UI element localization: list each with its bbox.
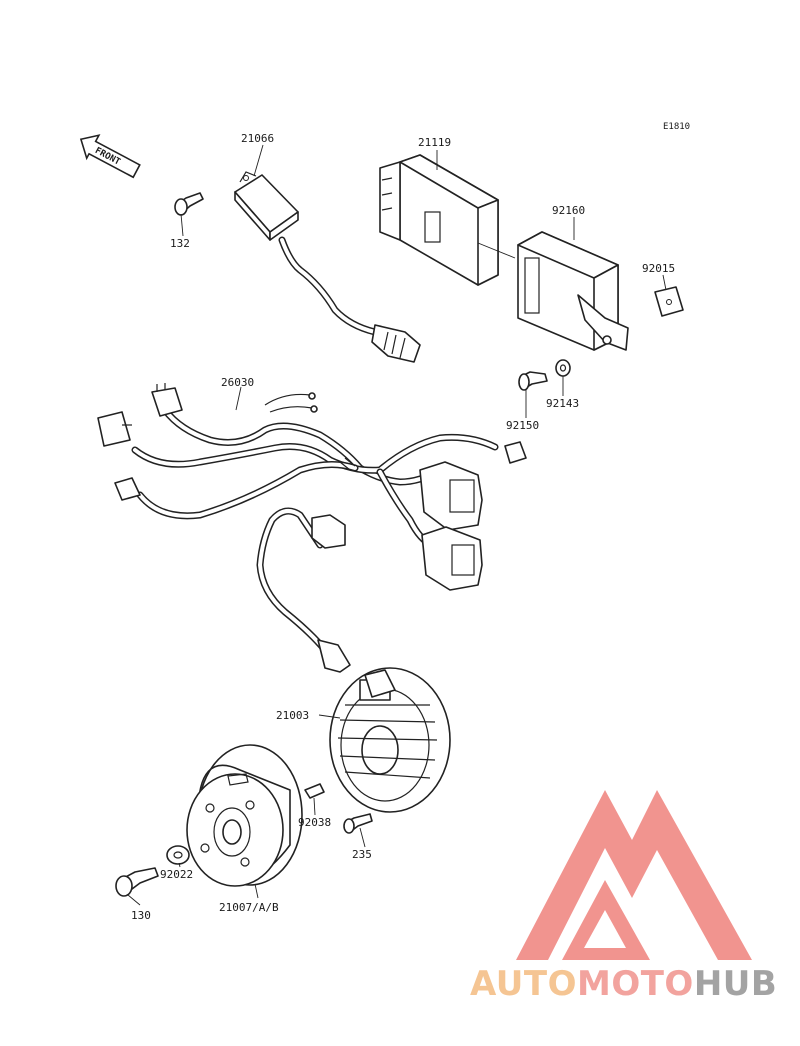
part-92022-washer	[166, 845, 190, 865]
label-92038: 92038	[298, 816, 331, 829]
label-21003: 21003	[276, 709, 309, 722]
part-235-screw	[343, 813, 373, 834]
part-21007-flywheel	[186, 744, 303, 887]
label-92143: 92143	[546, 397, 579, 410]
label-132: 132	[170, 237, 190, 250]
part-21066-module	[234, 171, 421, 363]
part-130-bolt	[115, 867, 159, 897]
diagram-code: E1810	[663, 122, 690, 132]
label-92160: 92160	[552, 204, 585, 217]
part-26030-harness	[97, 383, 527, 591]
label-21119: 21119	[418, 136, 451, 149]
front-arrow-icon: FRONT	[79, 134, 141, 179]
part-92015-clip	[654, 286, 684, 317]
label-26030: 26030	[221, 376, 254, 389]
watermark-moto: MOTO	[577, 964, 694, 1004]
label-21066: 21066	[241, 132, 274, 145]
watermark-auto: AUTO	[470, 964, 577, 1004]
part-92150-bolt	[518, 371, 548, 391]
part-92038-key	[304, 783, 325, 799]
svg-text:AUTOMOTOHUB: AUTOMOTOHUB	[470, 964, 777, 1004]
label-21007: 21007/A/B	[219, 901, 279, 914]
part-number-labels: 21066 132 21119 92160 92015 92143 92150 …	[131, 132, 675, 922]
watermark-hub: HUB	[694, 964, 777, 1004]
part-21003-stator	[256, 507, 451, 813]
label-92022: 92022	[160, 868, 193, 881]
label-235: 235	[352, 848, 372, 861]
part-92143-washer	[555, 359, 571, 377]
label-92015: 92015	[642, 262, 675, 275]
label-92150: 92150	[506, 419, 539, 432]
automotohub-watermark: AUTOMOTOHUB	[470, 790, 777, 1004]
leader-lines	[127, 144, 667, 906]
part-21119-control-unit	[379, 154, 499, 286]
part-132-bolt	[174, 192, 204, 216]
part-92160-box	[517, 231, 629, 351]
label-130: 130	[131, 909, 151, 922]
watermark-triangle-icon	[516, 790, 752, 960]
